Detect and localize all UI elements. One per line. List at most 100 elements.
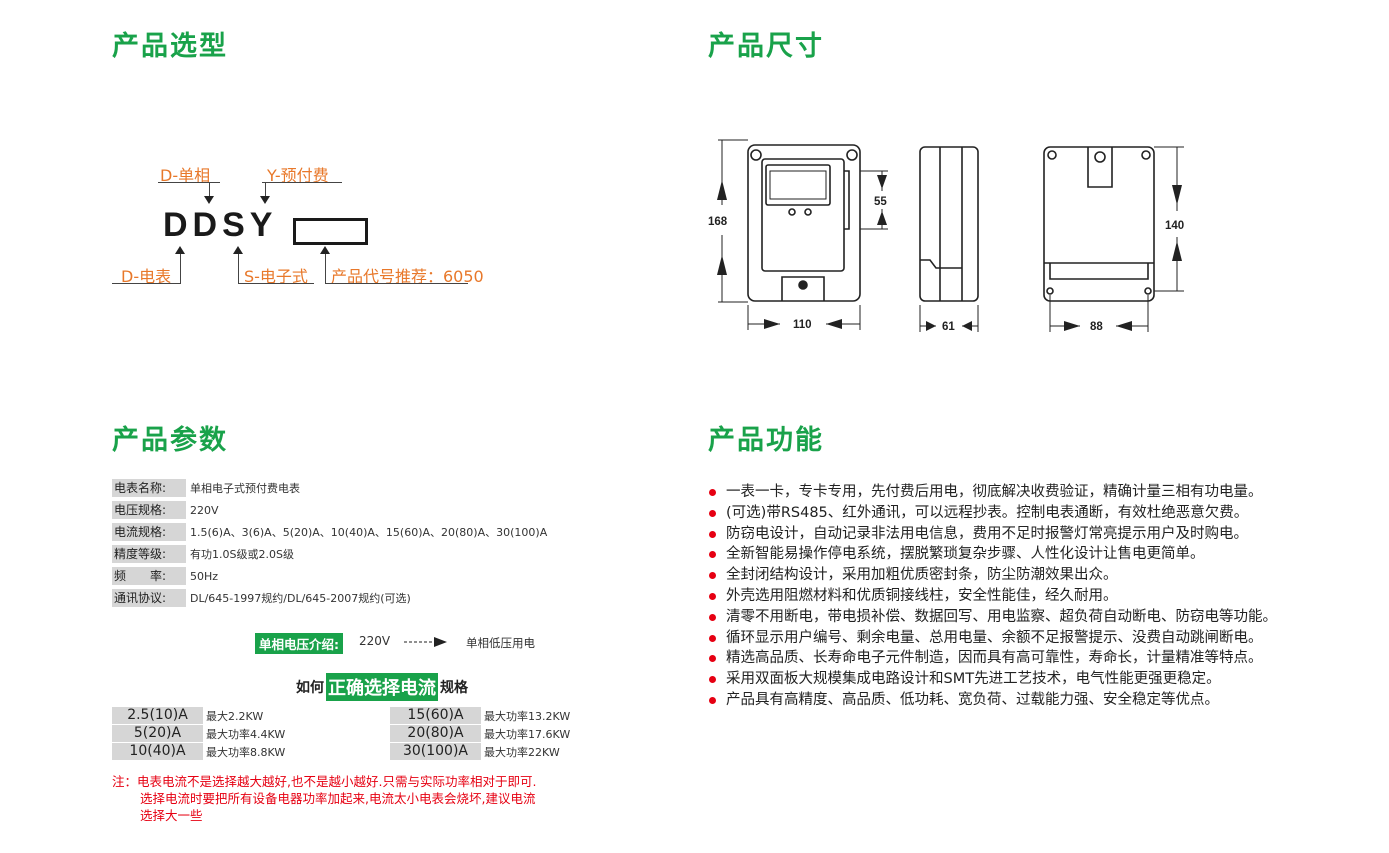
list-item: 全封闭结构设计，采用加粗优质密封条，防尘防潮效果出众。 bbox=[708, 565, 1308, 586]
bullet-icon bbox=[709, 613, 716, 621]
arrow-up-icon bbox=[233, 246, 243, 254]
param-row: 电流规格: 1.5(6)A、3(6)A、5(20)A、10(40)A、15(60… bbox=[112, 523, 547, 541]
feature-text: 清零不用断电，带电损补偿、数据回写、用电监察、超负荷自动断电、防窃电等功能。 bbox=[726, 608, 1277, 625]
bullet-icon bbox=[709, 530, 716, 538]
current-table-left: 2.5(10)A 最大2.2KW 5(20)A 最大功率4.4KW 10(40)… bbox=[112, 707, 285, 761]
leader-line bbox=[180, 254, 181, 283]
leader-line bbox=[238, 254, 239, 283]
current-value: 5(20)A bbox=[112, 725, 203, 742]
bullet-icon bbox=[709, 696, 716, 704]
voltage-intro-tag: 单相电压介绍: bbox=[255, 633, 343, 654]
choose-suffix: 规格 bbox=[440, 680, 468, 696]
current-value: 30(100)A bbox=[390, 743, 481, 760]
dim-width-front: 110 bbox=[793, 319, 812, 331]
model-code: DDSY bbox=[163, 206, 278, 244]
meter-display bbox=[765, 164, 831, 206]
param-key: 通讯协议: bbox=[112, 589, 186, 607]
param-row: 精度等级: 有功1.0S级或2.0S级 bbox=[112, 545, 294, 563]
current-value: 20(80)A bbox=[390, 725, 481, 742]
param-value: 1.5(6)A、3(6)A、5(20)A、10(40)A、15(60)A、20(… bbox=[190, 526, 548, 539]
feature-text: 全封闭结构设计，采用加粗优质密封条，防尘防潮效果出众。 bbox=[726, 567, 1118, 584]
section-title-functions: 产品功能 bbox=[708, 425, 824, 456]
underline bbox=[325, 283, 468, 284]
param-key: 电表名称: bbox=[112, 479, 186, 497]
dimension-drawing: 168 55 110 61 140 88 bbox=[708, 139, 1184, 333]
meter-front-outline bbox=[747, 144, 861, 302]
meter-side-outline bbox=[919, 146, 979, 302]
feature-text: 防窃电设计，自动记录非法用电信息，费用不足时报警灯常亮提示用户及时购电。 bbox=[726, 525, 1248, 542]
label-recommended-code: 产品代号推荐：6050 bbox=[331, 267, 484, 286]
current-value: 15(60)A bbox=[390, 707, 481, 724]
label-s-electronic: S-电子式 bbox=[244, 267, 308, 286]
feature-text: 全新智能易操作停电系统，摆脱繁琐复杂步骤、人性化设计让售电更简单。 bbox=[726, 546, 1205, 563]
list-item: (可选)带RS485、红外通讯，可以远程抄表。控制电表通断，有效杜绝恶意欠费。 bbox=[708, 503, 1308, 524]
bullet-icon bbox=[709, 592, 716, 600]
bullet-icon bbox=[709, 676, 716, 684]
table-row: 15(60)A 最大功率13.2KW bbox=[390, 707, 570, 725]
list-item: 采用双面板大规模集成电路设计和SMT先进工艺技术，电气性能更强更稳定。 bbox=[708, 669, 1308, 690]
param-value: DL/645-1997规约/DL/645-2007规约(可选) bbox=[190, 592, 411, 605]
arrow-up-icon bbox=[320, 246, 330, 254]
underline bbox=[112, 283, 181, 284]
section-title-selection: 产品选型 bbox=[112, 31, 228, 62]
power-value: 最大功率8.8KW bbox=[206, 746, 286, 759]
arrow-right-icon bbox=[404, 637, 447, 647]
param-value: 有功1.0S级或2.0S级 bbox=[190, 548, 294, 561]
param-value: 50Hz bbox=[190, 569, 219, 583]
list-item: 清零不用断电，带电损补偿、数据回写、用电监察、超负荷自动断电、防窃电等功能。 bbox=[708, 607, 1308, 628]
voltage-desc: 单相低压用电 bbox=[466, 636, 535, 650]
note-line: 选择大一些 bbox=[140, 808, 203, 823]
feature-text: 精选高品质、长寿命电子元件制造，因而具有高可靠性，寿命长，计量精准等特点。 bbox=[726, 650, 1263, 667]
choose-current-heading: 如何 正确选择电流 规格 bbox=[296, 673, 468, 701]
list-item: 外壳选用阻燃材料和优质铜接线柱，安全性能佳，经久耐用。 bbox=[708, 586, 1308, 607]
feature-text: 一表一卡，专卡专用，先付费后用电，彻底解决收费验证，精确计量三相有功电量。 bbox=[726, 484, 1263, 500]
list-item: 循环显示用户编号、剩余电量、总用电量、余额不足报警提示、没费自动跳闸断电。 bbox=[708, 628, 1308, 649]
feature-list: 一表一卡，专卡专用，先付费后用电，彻底解决收费验证，精确计量三相有功电量。 (可… bbox=[708, 482, 1308, 711]
feature-text: 外壳选用阻燃材料和优质铜接线柱，安全性能佳，经久耐用。 bbox=[726, 587, 1118, 604]
param-key: 精度等级: bbox=[112, 545, 186, 563]
list-item: 一表一卡，专卡专用，先付费后用电，彻底解决收费验证，精确计量三相有功电量。 bbox=[708, 482, 1308, 503]
table-row: 5(20)A 最大功率4.4KW bbox=[112, 725, 285, 743]
list-item: 精选高品质、长寿命电子元件制造，因而具有高可靠性，寿命长，计量精准等特点。 bbox=[708, 648, 1308, 669]
power-value: 最大功率17.6KW bbox=[484, 728, 571, 741]
power-value: 最大2.2KW bbox=[206, 710, 264, 723]
section-title-params: 产品参数 bbox=[112, 425, 228, 456]
dim-window: 55 bbox=[874, 196, 887, 208]
param-row: 频 率: 50Hz bbox=[112, 567, 218, 585]
dim-depth-side: 61 bbox=[942, 321, 955, 333]
feature-text: 循环显示用户编号、剩余电量、总用电量、余额不足报警提示、没费自动跳闸断电。 bbox=[726, 629, 1263, 646]
label-d-single-phase: D-单相 bbox=[160, 166, 211, 185]
underline bbox=[158, 182, 220, 183]
dim-height-back: 140 bbox=[1165, 220, 1184, 232]
power-value: 最大功率13.2KW bbox=[484, 710, 571, 723]
param-row: 电压规格: 220V bbox=[112, 501, 219, 519]
table-row: 20(80)A 最大功率17.6KW bbox=[390, 725, 570, 743]
list-item: 产品具有高精度、高品质、低功耗、宽负荷、过载能力强、安全稳定等优点。 bbox=[708, 690, 1308, 711]
table-row: 30(100)A 最大功率22KW bbox=[390, 743, 570, 761]
section-title-size: 产品尺寸 bbox=[708, 31, 824, 62]
label-d-meter: D-电表 bbox=[121, 267, 172, 286]
meter-back-outline bbox=[1043, 146, 1155, 302]
param-key: 频 率: bbox=[112, 567, 186, 585]
arrow-down-icon bbox=[260, 196, 270, 204]
feature-text: (可选)带RS485、红外通讯，可以远程抄表。控制电表通断，有效杜绝恶意欠费。 bbox=[726, 504, 1249, 521]
power-value: 最大功率22KW bbox=[484, 746, 560, 759]
param-key: 电压规格: bbox=[112, 501, 186, 519]
param-key: 电流规格: bbox=[112, 523, 186, 541]
note-line: 注：电表电流不是选择越大越好,也不是越小越好.只需与实际功率相对于即可. bbox=[112, 774, 537, 789]
arrow-up-icon bbox=[175, 246, 185, 254]
feature-text: 产品具有高精度、高品质、低功耗、宽负荷、过载能力强、安全稳定等优点。 bbox=[726, 691, 1219, 708]
choose-prefix: 如何 bbox=[296, 680, 324, 696]
dim-height-front: 168 bbox=[708, 216, 728, 228]
voltage-value: 220V bbox=[359, 634, 391, 648]
param-value: 单相电子式预付费电表 bbox=[190, 482, 300, 495]
current-table-right: 15(60)A 最大功率13.2KW 20(80)A 最大功率17.6KW 30… bbox=[390, 707, 570, 761]
list-item: 防窃电设计，自动记录非法用电信息，费用不足时报警灯常亮提示用户及时购电。 bbox=[708, 524, 1308, 545]
model-code-box bbox=[293, 218, 368, 245]
param-row: 电表名称: 单相电子式预付费电表 bbox=[112, 479, 300, 497]
bullet-icon bbox=[709, 489, 716, 496]
label-y-prepay: Y-预付费 bbox=[267, 166, 329, 185]
bullet-icon bbox=[709, 572, 716, 580]
bullet-icon bbox=[709, 509, 716, 517]
leader-line bbox=[265, 182, 266, 196]
